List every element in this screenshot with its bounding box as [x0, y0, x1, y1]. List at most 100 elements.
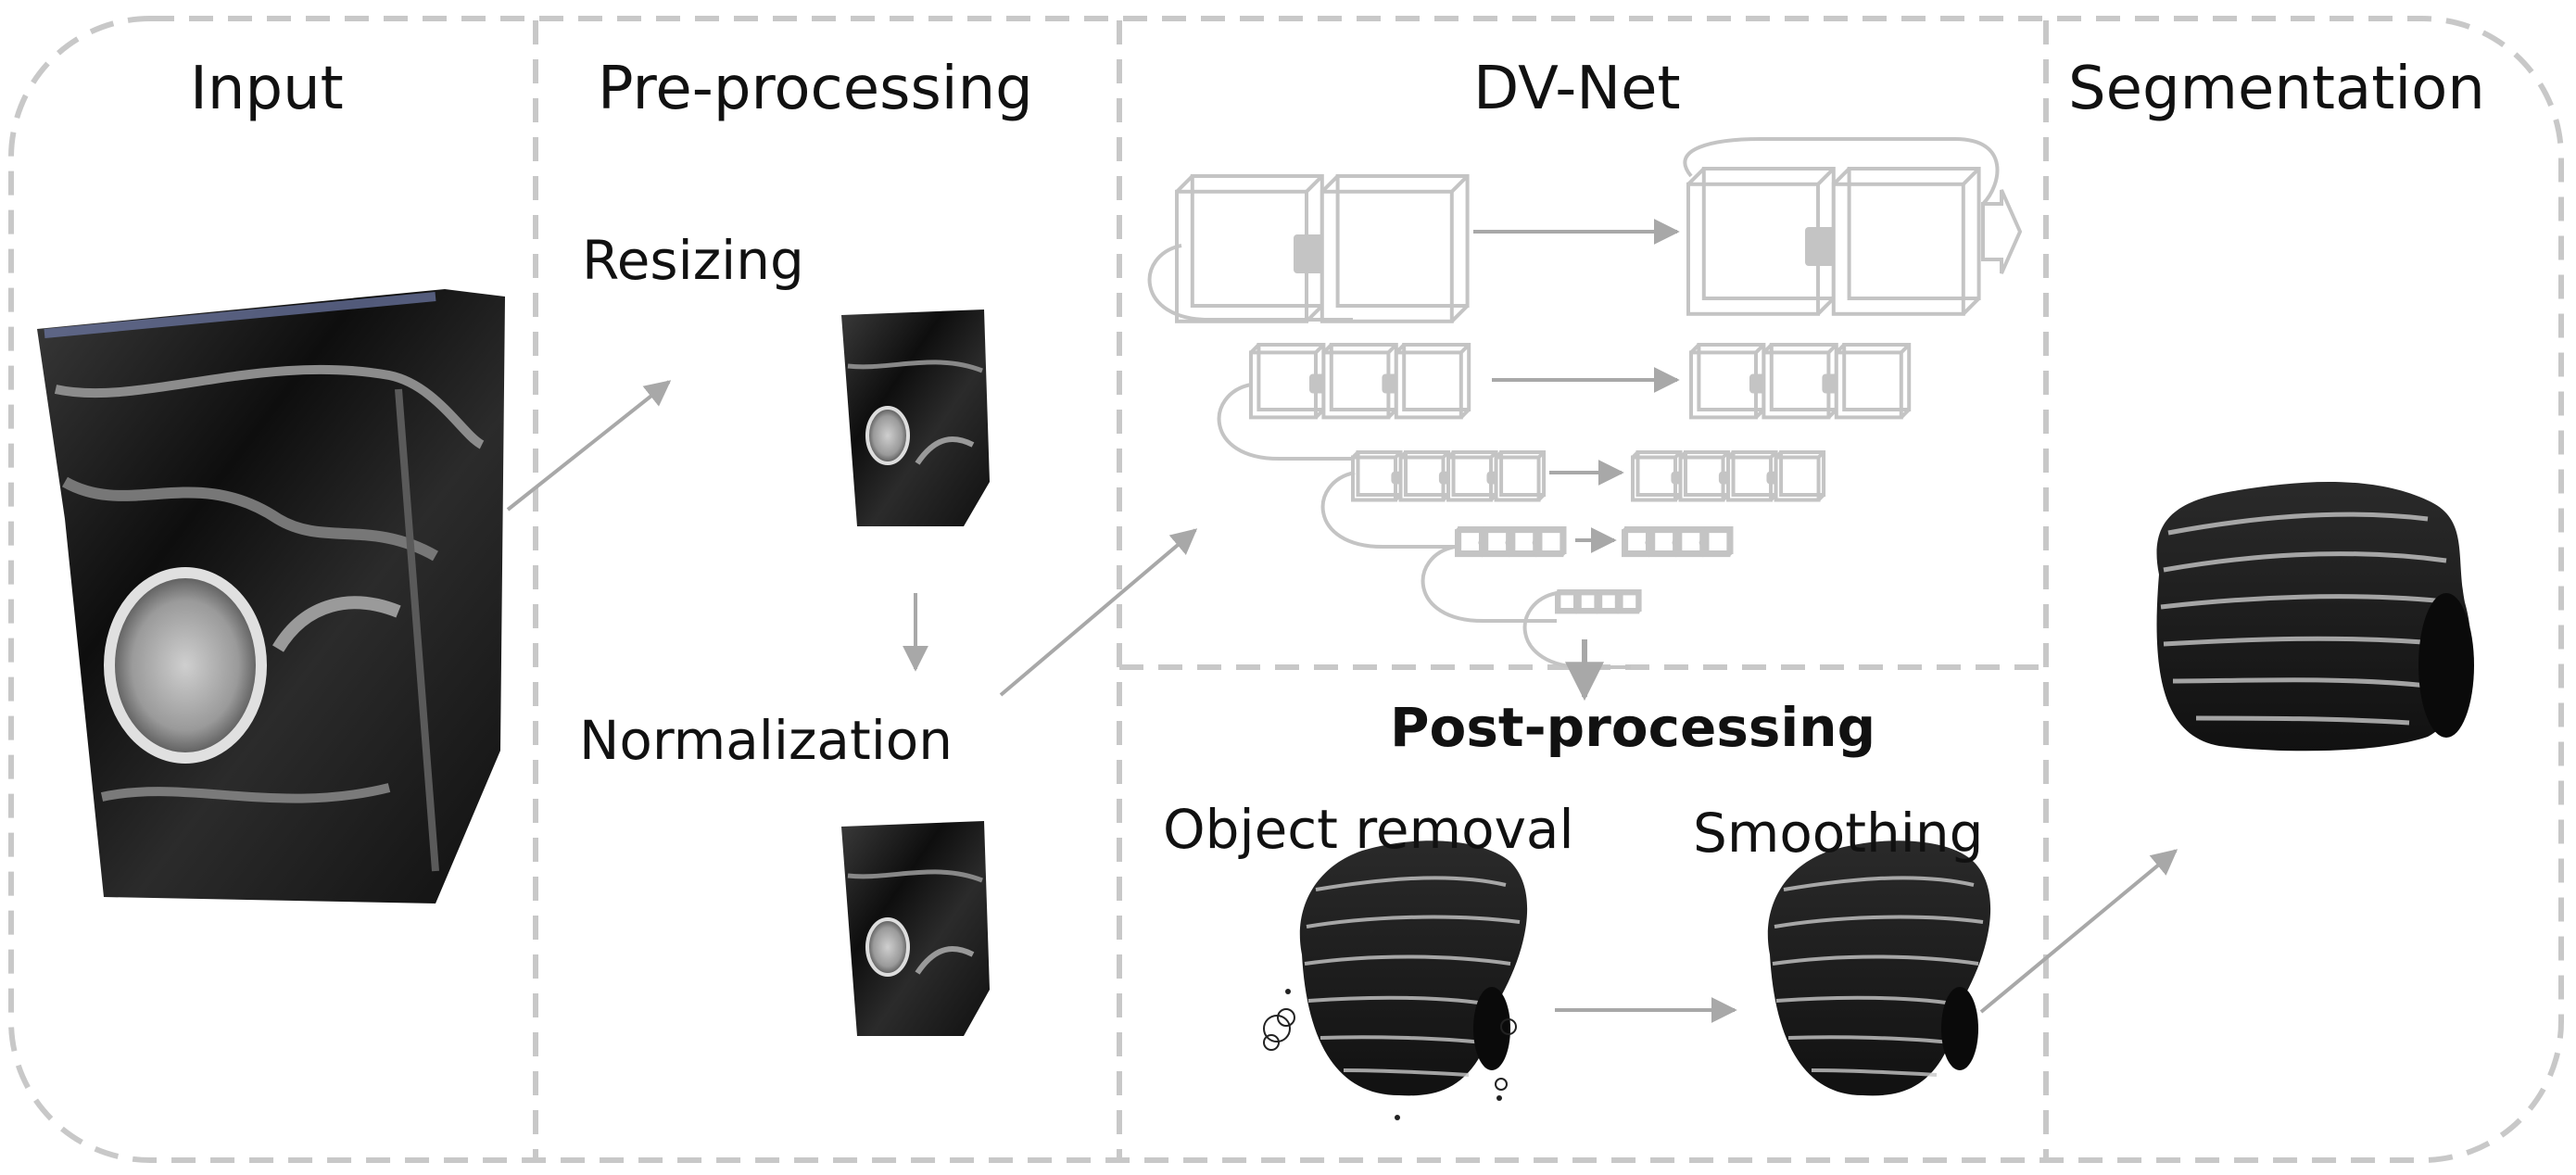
input-title: Input: [190, 55, 344, 123]
enc-level3-cube-3-edge: [1537, 450, 1546, 459]
dec-level2-cube-1-edge: [1826, 343, 1838, 354]
dec-level3-cube-3-back: [1779, 450, 1826, 497]
dec-level3-cube-3-edge: [1817, 450, 1825, 459]
dec-level4-cube-3-edge: [1726, 526, 1733, 533]
dec-level2-cube-0-front: [1689, 350, 1758, 420]
dec-level1-cube-1-front: [1831, 182, 1965, 316]
enc-level2-cube-1-edge: [1321, 343, 1333, 354]
enc-level4-cube-3-edge: [1559, 526, 1566, 533]
dvnet-architecture: [1147, 137, 2023, 669]
enc-level3-cube-3-edge: [1537, 493, 1546, 501]
bottleneck-cube-0-edge: [1555, 589, 1560, 595]
dec-level3-cube-2-edge: [1726, 450, 1735, 459]
dec-level3-cube-1-edge: [1722, 450, 1730, 459]
enc-level4-cube-3-edge: [1535, 526, 1542, 533]
object-removal-volume: [1263, 840, 1528, 1120]
enc-level4-cube-1-edge: [1482, 526, 1488, 533]
enc-level3-cube-3-front: [1494, 455, 1541, 502]
enc-level2-cube-0-edge: [1249, 343, 1260, 354]
dec-level2-cube-2-edge: [1900, 343, 1911, 354]
enc-level2-loop: [1217, 383, 1381, 461]
enc-level1-cube-0-front: [1175, 189, 1308, 323]
enc-level2-cube-1-edge: [1386, 343, 1398, 354]
dec-level4-cube-3-edge: [1702, 526, 1709, 533]
resizing-label: Resizing: [582, 229, 804, 292]
enc-level1-cube-1-front: [1320, 189, 1454, 323]
dec-level1-cube-0-front: [1686, 182, 1820, 316]
dec-level3-cube-3-front: [1774, 455, 1821, 502]
normalization-label: Normalization: [579, 709, 953, 772]
enc-level2-cube-2-edge: [1459, 408, 1471, 419]
enc-level4-cube-2-edge: [1509, 526, 1515, 533]
dec-level2-cube-2-edge: [1900, 408, 1911, 419]
dec-level4-cube-3-back: [1705, 526, 1734, 554]
output-arrow-icon: [1981, 189, 2023, 274]
enc-level4-cube-0-edge: [1455, 526, 1461, 533]
dec-level4-cube-2-edge: [1675, 526, 1682, 533]
enc-level1-cube-1-edge: [1450, 304, 1470, 323]
dec-level1-cube-1-back: [1847, 167, 1981, 300]
enc-level3-cube-2-front: [1446, 455, 1494, 502]
dec-level1-cube-0-edge: [1686, 167, 1706, 186]
resized-volume: [841, 310, 990, 526]
enc-level1-cube-1-edge: [1320, 174, 1340, 194]
postprocessing-title: Post-processing: [1390, 696, 1876, 759]
dec-level2-cube-2-front: [1834, 350, 1903, 420]
enc-level2-cube-0-front: [1249, 350, 1318, 420]
dec-level3-cube-0-edge: [1673, 450, 1682, 459]
normalized-volume: [841, 821, 990, 1036]
enc-level3-cube-0-edge: [1351, 450, 1359, 459]
enc-level2-cube-2-edge: [1395, 343, 1406, 354]
enc-level3-cube-2-edge: [1446, 450, 1455, 459]
smoothing-volume: [1767, 840, 1991, 1096]
dec-level4-cube-1-edge: [1648, 526, 1655, 533]
enc-level1-cube-1-back: [1335, 174, 1470, 308]
dec-level1-cube-0-edge: [1816, 167, 1836, 186]
dec-level3-cube-3-edge: [1774, 450, 1783, 459]
dec-level1-cube-0-edge: [1816, 297, 1836, 316]
dec-level1-loop: [1683, 137, 2000, 206]
enc-level2-cube-2-edge: [1459, 343, 1471, 354]
segmentation-volume: [2156, 481, 2474, 752]
dec-level2-cube-0-edge: [1689, 343, 1700, 354]
outer-frame: [8, 16, 2564, 1163]
segmentation-title: Segmentation: [2068, 55, 2485, 123]
dec-level3-cube-0-front: [1631, 455, 1677, 502]
dec-level1-cube-1-edge: [1962, 167, 1981, 186]
smoothing-label: Smoothing: [1693, 802, 1984, 865]
dec-level1-cube-1-edge: [1832, 167, 1851, 186]
input-lesion-ring: [104, 567, 267, 764]
preprocessing-title: Pre-processing: [598, 55, 1033, 123]
dec-level3-cube-2-edge: [1769, 450, 1777, 459]
dec-level2-cube-0-edge: [1754, 343, 1765, 354]
dec-level1-cube-1-edge: [1962, 297, 1981, 316]
enc-level4-loop: [1421, 545, 1557, 623]
dec-level4-cube-3-edge: [1726, 550, 1733, 557]
enc-level3-cube-1-edge: [1399, 450, 1408, 459]
arrow-normalize-to-dvnet: [999, 528, 1198, 697]
input-volume: [37, 289, 505, 903]
bottleneck-cube-3-back: [1619, 589, 1642, 612]
object-removal-label: Object removal: [1163, 798, 1574, 861]
bottleneck-cube-3-edge: [1635, 608, 1642, 613]
enc-level3-cube-1-edge: [1442, 450, 1450, 459]
enc-level3-cube-3-back: [1499, 450, 1547, 497]
enc-level4-cube-3-back: [1538, 526, 1567, 554]
dec-level2-cube-2-back: [1842, 343, 1912, 411]
dvnet-title: DV-Net: [1473, 55, 1681, 123]
enc-level2-cube-1-front: [1321, 350, 1391, 420]
dec-level3-cube-1-edge: [1679, 450, 1687, 459]
enc-level2-cube-2-front: [1394, 350, 1463, 420]
enc-level3-cube-0-edge: [1394, 450, 1402, 459]
dec-level3-cube-0-edge: [1631, 450, 1639, 459]
enc-level3-loop: [1320, 471, 1473, 549]
enc-level2-cube-2-back: [1402, 343, 1471, 411]
arrow-input-to-resize: [506, 380, 672, 512]
bottleneck-cube-3-front: [1617, 591, 1640, 614]
bottleneck-cube-2-edge: [1597, 589, 1602, 595]
dec-level2-cube-1-edge: [1762, 343, 1774, 354]
dec-level3-cube-2-front: [1726, 455, 1774, 502]
enc-level1-cube-0-edge: [1305, 174, 1324, 194]
